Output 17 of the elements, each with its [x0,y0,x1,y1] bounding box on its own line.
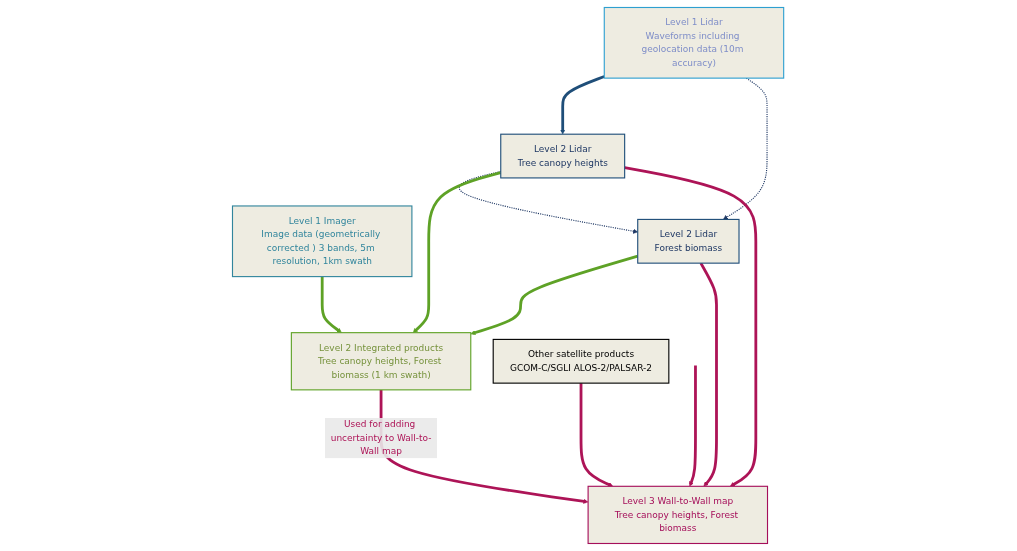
arrow [560,75,606,135]
arrow [700,262,719,487]
arrow [689,365,698,487]
arrow [723,77,768,220]
node-box: Level 1 Lidar Waveforms including geolocation data (10m accuracy) [604,6,785,79]
arrow [580,383,614,487]
edge-label: Used for adding uncertainty to Wall-to-Wall map [331,419,432,457]
arrow [321,276,343,333]
arrow [470,254,639,335]
arrow [459,170,639,234]
node-box: Other satellite products GCOM-C/SGLI ALOS-2/PALSAR-2 [493,338,670,384]
node-box: Level 2 Integrated products Tree canopy heights, Forest biomass (1 km swath) [291,332,472,391]
node-box: Level 2 Lidar Tree canopy heights [500,133,626,179]
node-box: Level 3 Wall-to-Wall map Tree canopy heights, Forest biomass [587,485,769,545]
arrow [413,171,502,333]
node-box: Level 2 Lidar Forest biomass [637,218,740,264]
node-box: Level 1 Imager Image data (geometrically corrected ) 3 bands, 5m resolution, 1km swath [232,205,413,278]
